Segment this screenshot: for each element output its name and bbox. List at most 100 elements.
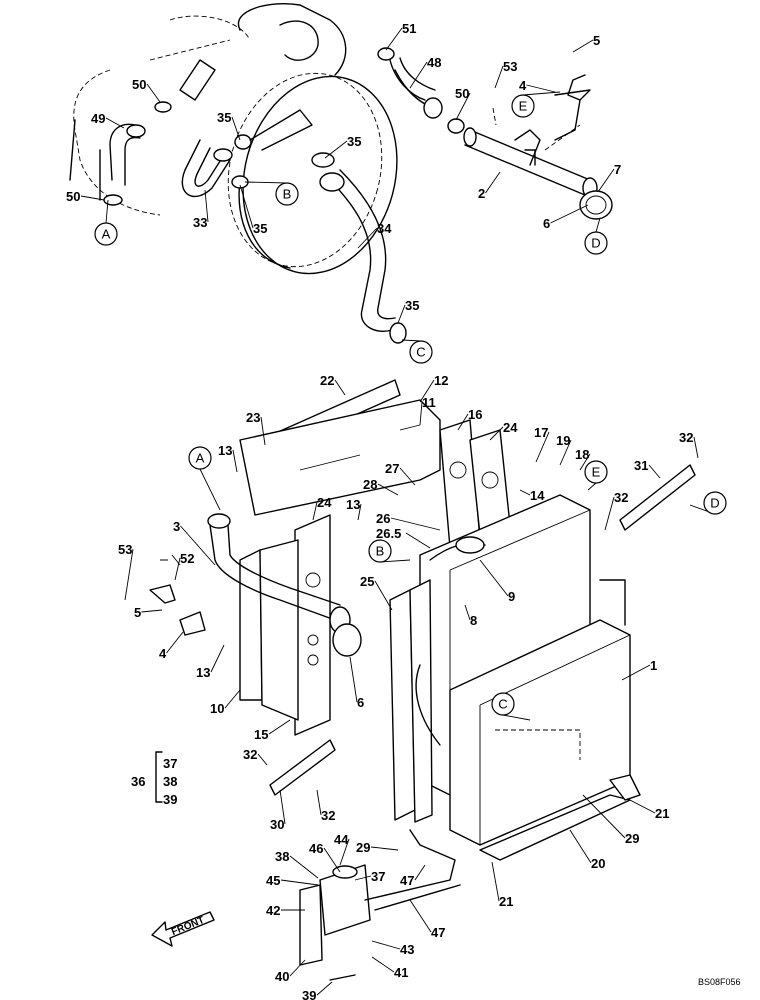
part-label-33: 33	[193, 215, 207, 230]
part-label-37: 37	[371, 869, 385, 884]
part-label-43: 43	[400, 942, 414, 957]
part-label-28: 28	[363, 477, 377, 492]
leader-line	[409, 899, 432, 933]
part-label-25: 25	[360, 574, 374, 589]
part-label-53: 53	[503, 59, 517, 74]
leader-line	[224, 689, 241, 709]
leader-line	[231, 116, 241, 141]
part-label-51: 51	[402, 21, 416, 36]
leader-lines	[80, 27, 716, 996]
part-label-24: 24	[503, 420, 518, 435]
part-label-44: 44	[334, 832, 349, 847]
leader-line	[401, 339, 422, 342]
leader-line	[385, 27, 403, 51]
svg-text:D: D	[710, 496, 719, 511]
part-label-53: 53	[118, 542, 132, 557]
leader-line	[289, 959, 306, 977]
leader-line	[693, 436, 699, 459]
svg-text:B: B	[376, 544, 385, 559]
drawing-code: BS08F056	[698, 977, 741, 987]
leader-line	[357, 227, 378, 249]
fan-shroud	[227, 72, 398, 275]
part-label-13: 13	[196, 665, 210, 680]
hose-48	[377, 47, 465, 134]
part-label-39: 39	[302, 988, 316, 1000]
leader-line	[174, 557, 181, 581]
leader-line	[339, 838, 350, 866]
part-label-18: 18	[575, 447, 589, 462]
leader-line	[489, 426, 504, 441]
leader-line	[409, 61, 428, 89]
leader-line	[464, 604, 471, 621]
leader-line	[199, 468, 221, 511]
part-label-21: 21	[655, 806, 669, 821]
part-label-16: 16	[468, 407, 482, 422]
leader-line	[485, 171, 501, 194]
part-label-50: 50	[66, 189, 80, 204]
part-label-29: 29	[625, 831, 639, 846]
leader-line	[621, 664, 651, 681]
part-label-47: 47	[400, 873, 414, 888]
part-label-36: 36	[131, 774, 145, 789]
callout-b: B	[275, 182, 299, 206]
leader-line	[597, 168, 615, 193]
callout-d: D	[584, 231, 608, 255]
callout-b: B	[368, 539, 392, 563]
leader-line	[357, 503, 362, 521]
leader-line	[455, 92, 471, 121]
part-label-50: 50	[132, 77, 146, 92]
part-label-8: 8	[470, 613, 477, 628]
leader-line	[354, 875, 372, 881]
reservoir-tank	[299, 829, 461, 981]
leader-line	[204, 189, 209, 223]
leader-line	[535, 431, 550, 463]
part-label-26-5: 26.5	[376, 526, 401, 541]
leader-line	[648, 464, 661, 479]
leader-line	[604, 496, 615, 531]
frame-25	[389, 579, 433, 823]
leader-line	[323, 847, 341, 873]
leader-line	[526, 84, 556, 93]
part-label-26: 26	[376, 511, 390, 526]
part-label-1: 1	[650, 658, 657, 673]
callout-e: E	[511, 94, 535, 118]
leader-line	[244, 181, 288, 184]
part-label-14: 14	[530, 488, 545, 503]
pipe-3	[207, 513, 362, 657]
leader-line	[105, 117, 125, 129]
leader-line	[399, 467, 416, 486]
part-label-15: 15	[254, 727, 268, 742]
part-number-labels: 1234455667891011121313131415161718192021…	[66, 21, 693, 1000]
svg-text:E: E	[519, 99, 528, 114]
leader-line	[390, 517, 441, 531]
svg-text:D: D	[591, 236, 600, 251]
leader-line	[280, 879, 319, 886]
leader-line	[519, 489, 531, 496]
part-label-39: 39	[163, 792, 177, 807]
leader-line	[334, 379, 346, 396]
pipe-2	[463, 74, 613, 220]
leader-line	[479, 559, 509, 597]
part-label-38: 38	[275, 849, 289, 864]
plate-10	[239, 539, 299, 721]
part-label-5: 5	[134, 605, 141, 620]
leader-line	[491, 861, 500, 902]
engine-outline	[69, 3, 347, 216]
leader-line	[379, 559, 411, 563]
part-label-7: 7	[614, 162, 621, 177]
leader-line	[419, 379, 435, 403]
leader-line	[316, 981, 333, 996]
part-label-4: 4	[159, 646, 167, 661]
leader-line	[239, 184, 254, 229]
part-label-46: 46	[309, 841, 323, 856]
part-label-2: 2	[478, 186, 485, 201]
svg-text:C: C	[498, 697, 507, 712]
brackets-52-4-5	[149, 554, 206, 636]
part-label-45: 45	[266, 873, 280, 888]
part-label-32: 32	[321, 808, 335, 823]
leader-line	[414, 864, 426, 881]
part-label-35: 35	[217, 110, 231, 125]
leader-line	[105, 199, 109, 224]
